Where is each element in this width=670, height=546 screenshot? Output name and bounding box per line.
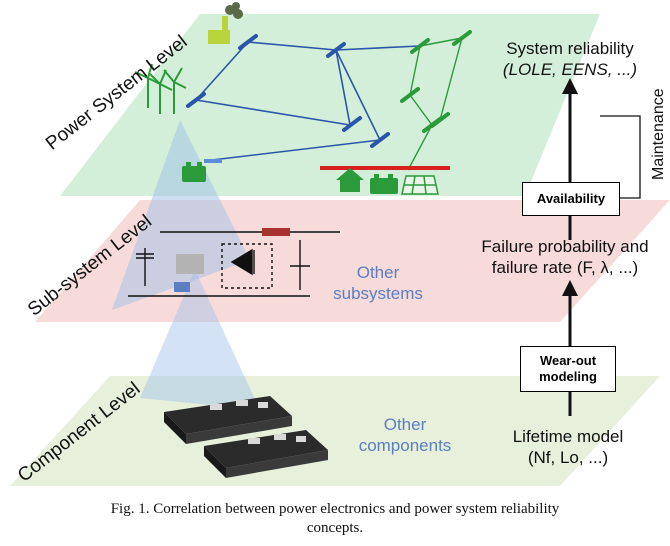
other-components-line2: components <box>358 436 452 455</box>
blue-switch <box>174 282 190 292</box>
wearout-line1: Wear-out <box>539 353 597 368</box>
igbt-module-icon-2 <box>204 430 328 478</box>
lifetime-model-label: Lifetime model (Nf, Lo, ...) <box>478 426 658 468</box>
grid-lines-green <box>407 37 463 171</box>
maintenance-label: Maintenance <box>650 88 667 180</box>
igbt-module-icon-1 <box>164 396 292 444</box>
other-components-line1: Other <box>383 415 427 434</box>
red-resistor <box>262 228 290 236</box>
other-components-label: Other components <box>340 414 470 456</box>
availability-box: Availability <box>522 182 620 216</box>
battery-icon-left <box>182 162 206 182</box>
other-subsystems-line1: Other <box>356 263 400 282</box>
bus-bars <box>186 30 472 148</box>
system-reliability-line1: System reliability <box>506 39 634 58</box>
other-subsystems-label: Other subsystems <box>318 262 438 304</box>
caption-line2: concepts. <box>306 520 364 536</box>
component-plane <box>10 376 660 486</box>
system-reliability-line2: (LOLE, EENS, ...) <box>502 60 638 79</box>
maintenance-feedback-line <box>600 115 641 199</box>
factory-icon <box>208 2 243 44</box>
house-icon <box>336 168 364 192</box>
circuit-schematic <box>128 231 340 297</box>
diagram-canvas <box>10 2 670 486</box>
wind-turbine-icon <box>134 63 187 114</box>
grid-lines-blue <box>195 41 421 161</box>
projection-beam-lower <box>140 270 260 410</box>
failure-probability-label: Failure probability and failure rate (F,… <box>460 236 670 278</box>
solar-panel-icon <box>401 175 439 195</box>
wearout-modeling-box: Wear-out modeling <box>520 346 616 392</box>
other-subsystems-line2: subsystems <box>333 284 423 303</box>
system-reliability-label: System reliability (LOLE, EENS, ...) <box>470 38 670 80</box>
battery-icon-right <box>370 174 398 194</box>
lifetime-line1: Lifetime model <box>512 427 624 446</box>
lifetime-line2: (Nf, Lo, ...) <box>527 448 609 467</box>
wearout-line2: modeling <box>539 369 597 384</box>
projection-beam-upper <box>112 120 250 310</box>
figure-caption: Fig. 1. Correlation between power electr… <box>0 500 670 538</box>
failure-line1: Failure probability and <box>481 237 649 256</box>
failure-line2: failure rate (F, λ, ...) <box>491 258 639 277</box>
caption-line1: Fig. 1. Correlation between power electr… <box>110 501 560 517</box>
